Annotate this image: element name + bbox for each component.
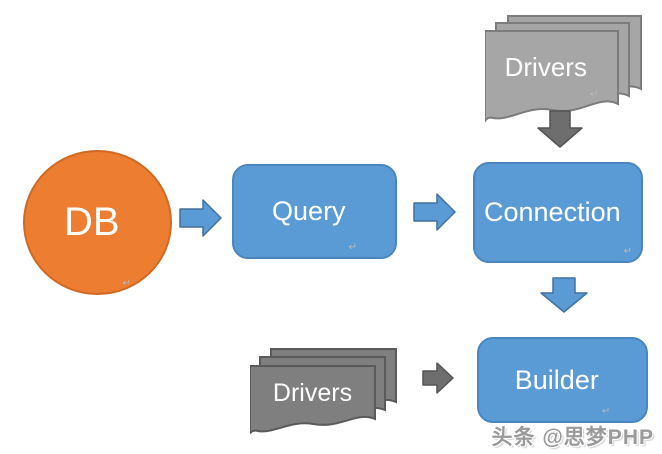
node-drivers-bottom-stack-icon <box>250 348 397 435</box>
node-query: Query ↵ <box>232 164 397 259</box>
paragraph-mark: ↵ <box>601 406 611 417</box>
arrow-drivers-to-connection-icon <box>537 110 583 148</box>
paragraph-mark: ↵ <box>348 242 357 253</box>
node-db-label: DB <box>64 200 120 244</box>
node-drivers-top-stack-icon <box>485 15 642 123</box>
arrow-connection-to-builder-icon <box>540 277 588 313</box>
node-connection-label: Connection <box>484 197 621 227</box>
arrow-db-to-query-icon <box>179 199 222 237</box>
node-connection: Connection ↵ <box>473 162 643 263</box>
paragraph-mark: ↵ <box>623 246 632 257</box>
node-query-label: Query <box>272 196 346 226</box>
arrow-drivers-to-builder-icon <box>422 362 454 394</box>
node-builder-label: Builder <box>514 364 599 395</box>
node-db: DB ↵ <box>23 150 172 295</box>
node-builder: Builder↵ <box>477 337 648 423</box>
watermark-text: 头条 @思梦PHP <box>491 426 654 449</box>
arrow-query-to-connection-icon <box>413 193 456 231</box>
paragraph-mark: ↵ <box>122 278 131 289</box>
